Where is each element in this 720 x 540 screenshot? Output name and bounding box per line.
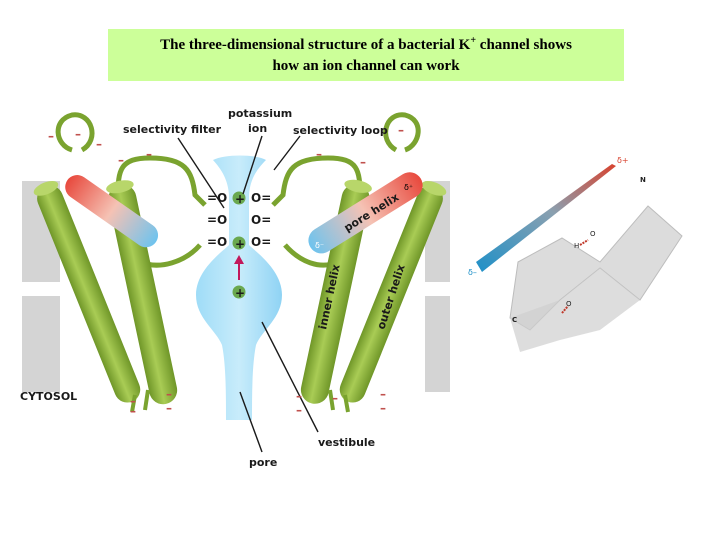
pore-helix-delta-minus: δ⁻ — [315, 241, 324, 250]
cytosol-label: CYTOSOL — [20, 390, 77, 403]
dipole-n-label: N — [640, 176, 646, 184]
charge-minus: – — [130, 394, 136, 408]
charge-minus: – — [48, 129, 54, 143]
filter-oxygen-right-2: O= — [251, 213, 271, 227]
charge-minus: – — [296, 389, 302, 403]
selectivity-filter-oxygens: =O =O =O O= O= O= — [207, 191, 271, 249]
ion-label: ion — [248, 122, 267, 135]
slide-title: The three-dimensional structure of a bac… — [108, 29, 624, 81]
pore-label: pore — [249, 456, 277, 469]
title-line1-pre: The three-dimensional structure of a bac… — [160, 37, 471, 53]
dipole-o2-label: O — [566, 300, 572, 308]
potassium-label: potassium — [228, 107, 292, 120]
charge-minus: – — [332, 391, 338, 405]
charge-minus: – — [146, 147, 152, 161]
charge-minus: – — [380, 401, 386, 415]
dipole-o-label: O — [590, 230, 596, 238]
leader-lines — [177, 135, 319, 453]
charge-minus: – — [380, 387, 386, 401]
charge-minus: – — [398, 123, 404, 137]
charge-minus: – — [316, 147, 322, 161]
charge-minus: – — [75, 127, 81, 141]
ion-plus-2: + — [235, 237, 245, 251]
pore-helix-delta-plus: δ⁺ — [404, 183, 413, 192]
helix-dipole-inset: δ+ δ– N C H O O — [468, 156, 683, 352]
title-line1-post: channel shows — [476, 37, 572, 53]
potassium-ions: + + + — [232, 191, 246, 300]
charge-minus: – — [118, 153, 124, 167]
dipole-delta-minus: δ– — [468, 268, 477, 277]
left-helices — [33, 112, 207, 413]
selectivity-loop-label: selectivity loop — [293, 124, 388, 137]
dipole-delta-plus: δ+ — [617, 156, 629, 165]
charge-minus: – — [130, 404, 136, 418]
ion-movement-arrow — [234, 255, 244, 264]
right-helices — [271, 112, 447, 413]
dipole-c-label: C — [512, 316, 517, 324]
negative-charges: – – – – – – – – – – – – – – – – – — [48, 123, 404, 418]
dipole-arrow — [476, 164, 616, 272]
ion-plus-3: + — [235, 286, 245, 300]
charge-minus: – — [96, 137, 102, 151]
ion-plus-1: + — [235, 192, 245, 206]
charge-minus: – — [360, 155, 366, 169]
charge-minus: – — [166, 387, 172, 401]
filter-oxygen-right-1: O= — [251, 191, 271, 205]
filter-oxygen-right-3: O= — [251, 235, 271, 249]
charge-minus: – — [296, 403, 302, 417]
vestibule-label: vestibule — [318, 436, 375, 449]
title-line2: how an ion channel can work — [272, 58, 460, 74]
filter-oxygen-left-3: =O — [207, 235, 227, 249]
dipole-h-label: H — [574, 242, 579, 250]
title-line1-sup: + — [470, 35, 477, 46]
filter-oxygen-left-2: =O — [207, 213, 227, 227]
selectivity-filter-label: selectivity filter — [123, 123, 222, 136]
charge-minus: – — [166, 401, 172, 415]
